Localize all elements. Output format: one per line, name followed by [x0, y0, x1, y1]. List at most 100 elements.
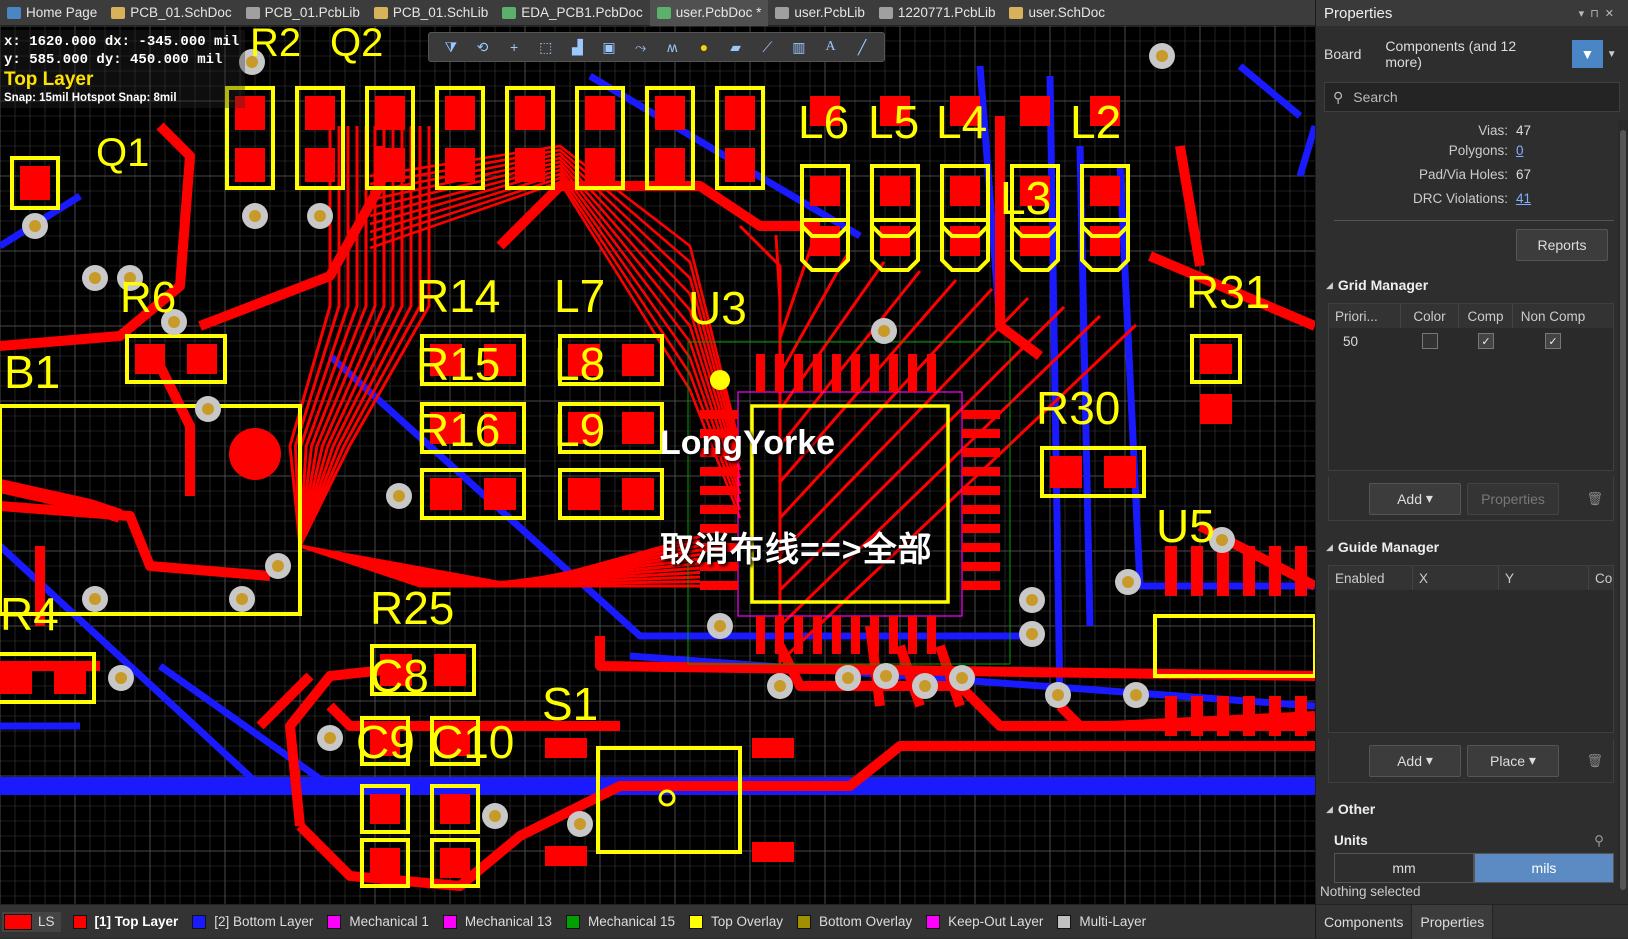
layer-swatch	[926, 914, 941, 929]
guide-manager-header[interactable]: ◢Guide Manager	[1316, 535, 1628, 559]
filter-icon[interactable]: ⧩	[444, 38, 458, 55]
filter-button[interactable]: ▼	[1572, 40, 1603, 68]
layer-tab[interactable]: Multi-Layer	[1057, 914, 1146, 929]
unit-mils[interactable]: mils	[1474, 853, 1614, 883]
select-rect-icon[interactable]: ⬚	[539, 38, 553, 55]
smd-pad	[1020, 176, 1050, 206]
interactive-route-icon[interactable]: ⤳	[635, 38, 647, 55]
reports-button[interactable]: Reports	[1516, 229, 1608, 261]
tab-document[interactable]: 1220771.PcbLib	[872, 0, 1003, 26]
close-icon[interactable]: ✕	[1604, 7, 1620, 20]
panel-controls[interactable]: ▾⊓✕	[1579, 7, 1620, 20]
layer-tab[interactable]: Keep-Out Layer	[926, 914, 1043, 929]
stat-value[interactable]: 41	[1516, 190, 1532, 206]
polygon-icon[interactable]: ▰	[730, 38, 741, 55]
tab-document[interactable]: user.SchDoc	[1002, 0, 1112, 26]
trash-icon[interactable]: 🗑	[1586, 752, 1603, 768]
u3-pin	[700, 543, 738, 552]
unit-mm[interactable]: mm	[1334, 853, 1474, 883]
tab-document[interactable]: PCB_01.SchDoc	[104, 0, 238, 26]
align-icon[interactable]: ▟	[571, 38, 583, 55]
col-comp[interactable]: Comp	[1459, 304, 1513, 328]
grid-row[interactable]: 50 ✓ ✓	[1329, 328, 1613, 354]
layer-tab[interactable]: Mechanical 1	[327, 914, 429, 929]
layer-tab[interactable]: Mechanical 13	[442, 914, 552, 929]
search-box[interactable]: ⚲ Search	[1324, 82, 1620, 112]
layer-tab[interactable]: [2] Bottom Layer	[192, 914, 313, 929]
footprint-outline	[558, 468, 664, 520]
line-icon[interactable]: ╱	[857, 38, 867, 55]
place-component-icon[interactable]: ▣	[602, 38, 616, 55]
components-label[interactable]: Components (and 12 more)	[1385, 38, 1517, 70]
route-icon[interactable]: ⟲	[476, 38, 489, 55]
col-noncomp[interactable]: Non Comp	[1520, 308, 1586, 324]
tab-document[interactable]: user.PcbDoc *	[649, 0, 769, 26]
dimension-icon[interactable]: ⟋	[762, 38, 773, 55]
tab-document[interactable]: user.PcbLib	[768, 0, 872, 26]
tab-components[interactable]: Components	[1316, 904, 1413, 939]
layer-tab[interactable]: Mechanical 15	[565, 914, 675, 929]
via-hole	[246, 56, 258, 68]
grid-properties-button[interactable]: Properties	[1467, 482, 1559, 515]
chart-icon[interactable]: ▥	[792, 38, 806, 55]
col-enabled[interactable]: Enabled	[1329, 566, 1413, 590]
tab-document[interactable]: Home Page	[0, 0, 104, 26]
via-hole	[168, 316, 180, 328]
guide-add-button[interactable]: Add ▾	[1369, 744, 1461, 777]
grid-add-button[interactable]: Add ▾	[1369, 482, 1461, 515]
layer-tab[interactable]: Top Overlay	[689, 914, 783, 929]
smd-pad	[950, 96, 980, 126]
layer-swatch	[565, 914, 580, 929]
u3-pin	[962, 524, 1000, 533]
footprint-outline	[370, 644, 476, 696]
via-icon[interactable]: ●	[699, 39, 709, 55]
stat-row: Vias:47	[1316, 124, 1628, 138]
u3-pin	[889, 354, 898, 392]
smd-pad	[445, 96, 475, 130]
col-y[interactable]: Y	[1499, 566, 1589, 590]
layer-tab[interactable]: Bottom Overlay	[797, 914, 912, 929]
panel-scrollbar[interactable]	[1618, 120, 1628, 890]
tab-document[interactable]: PCB_01.SchLib	[367, 0, 495, 26]
tab-label: user.SchDoc	[1028, 5, 1106, 20]
search-icon[interactable]: ⚲	[1594, 833, 1604, 848]
text-icon[interactable]: A	[825, 39, 836, 54]
search-input[interactable]: Search	[1353, 89, 1398, 105]
tab-document[interactable]: EDA_PCB1.PcbDoc	[495, 0, 650, 26]
smd-pad	[484, 478, 516, 510]
pin-icon[interactable]: ⊓	[1590, 7, 1605, 20]
chevron-down-icon[interactable]: ▼	[1606, 48, 1617, 60]
col-x[interactable]: X	[1413, 566, 1499, 590]
tab-label: Home Page	[26, 5, 98, 20]
other-header[interactable]: ◢Other	[1316, 797, 1628, 821]
footprint-outline	[575, 86, 625, 190]
plus-icon[interactable]: +	[510, 39, 519, 55]
u3-pin	[756, 616, 765, 654]
layer-tab[interactable]: [1] Top Layer	[72, 914, 178, 929]
via-hole	[1122, 576, 1134, 588]
trash-icon[interactable]: 🗑	[1586, 490, 1603, 506]
grid-manager-header[interactable]: ◢Grid Manager	[1316, 273, 1628, 297]
grid-color-swatch[interactable]	[1422, 333, 1438, 349]
tab-document[interactable]: PCB_01.PcbLib	[239, 0, 367, 26]
col-co[interactable]: Co	[1595, 570, 1613, 586]
grid-noncomp-checkbox[interactable]: ✓	[1545, 333, 1561, 349]
guide-place-button[interactable]: Place ▾	[1467, 744, 1559, 777]
col-priority[interactable]: Priori...	[1329, 304, 1401, 328]
board-label[interactable]: Board	[1324, 46, 1362, 62]
layer-tab[interactable]: LS	[2, 911, 61, 932]
layer-label: Multi-Layer	[1079, 914, 1147, 929]
col-color[interactable]: Color	[1401, 304, 1459, 328]
panel-menu-icon[interactable]: ▾	[1578, 7, 1591, 20]
stat-key: Vias:	[1478, 124, 1508, 138]
u3-pin	[870, 616, 879, 654]
tab-properties[interactable]: Properties	[1412, 904, 1494, 939]
stat-value[interactable]: 0	[1516, 142, 1524, 158]
u3-pin	[700, 448, 738, 457]
grid-comp-checkbox[interactable]: ✓	[1478, 333, 1494, 349]
u5-pin	[1165, 546, 1177, 596]
diff-pair-icon[interactable]: ʍ	[667, 39, 678, 55]
top-trace	[496, 181, 820, 250]
